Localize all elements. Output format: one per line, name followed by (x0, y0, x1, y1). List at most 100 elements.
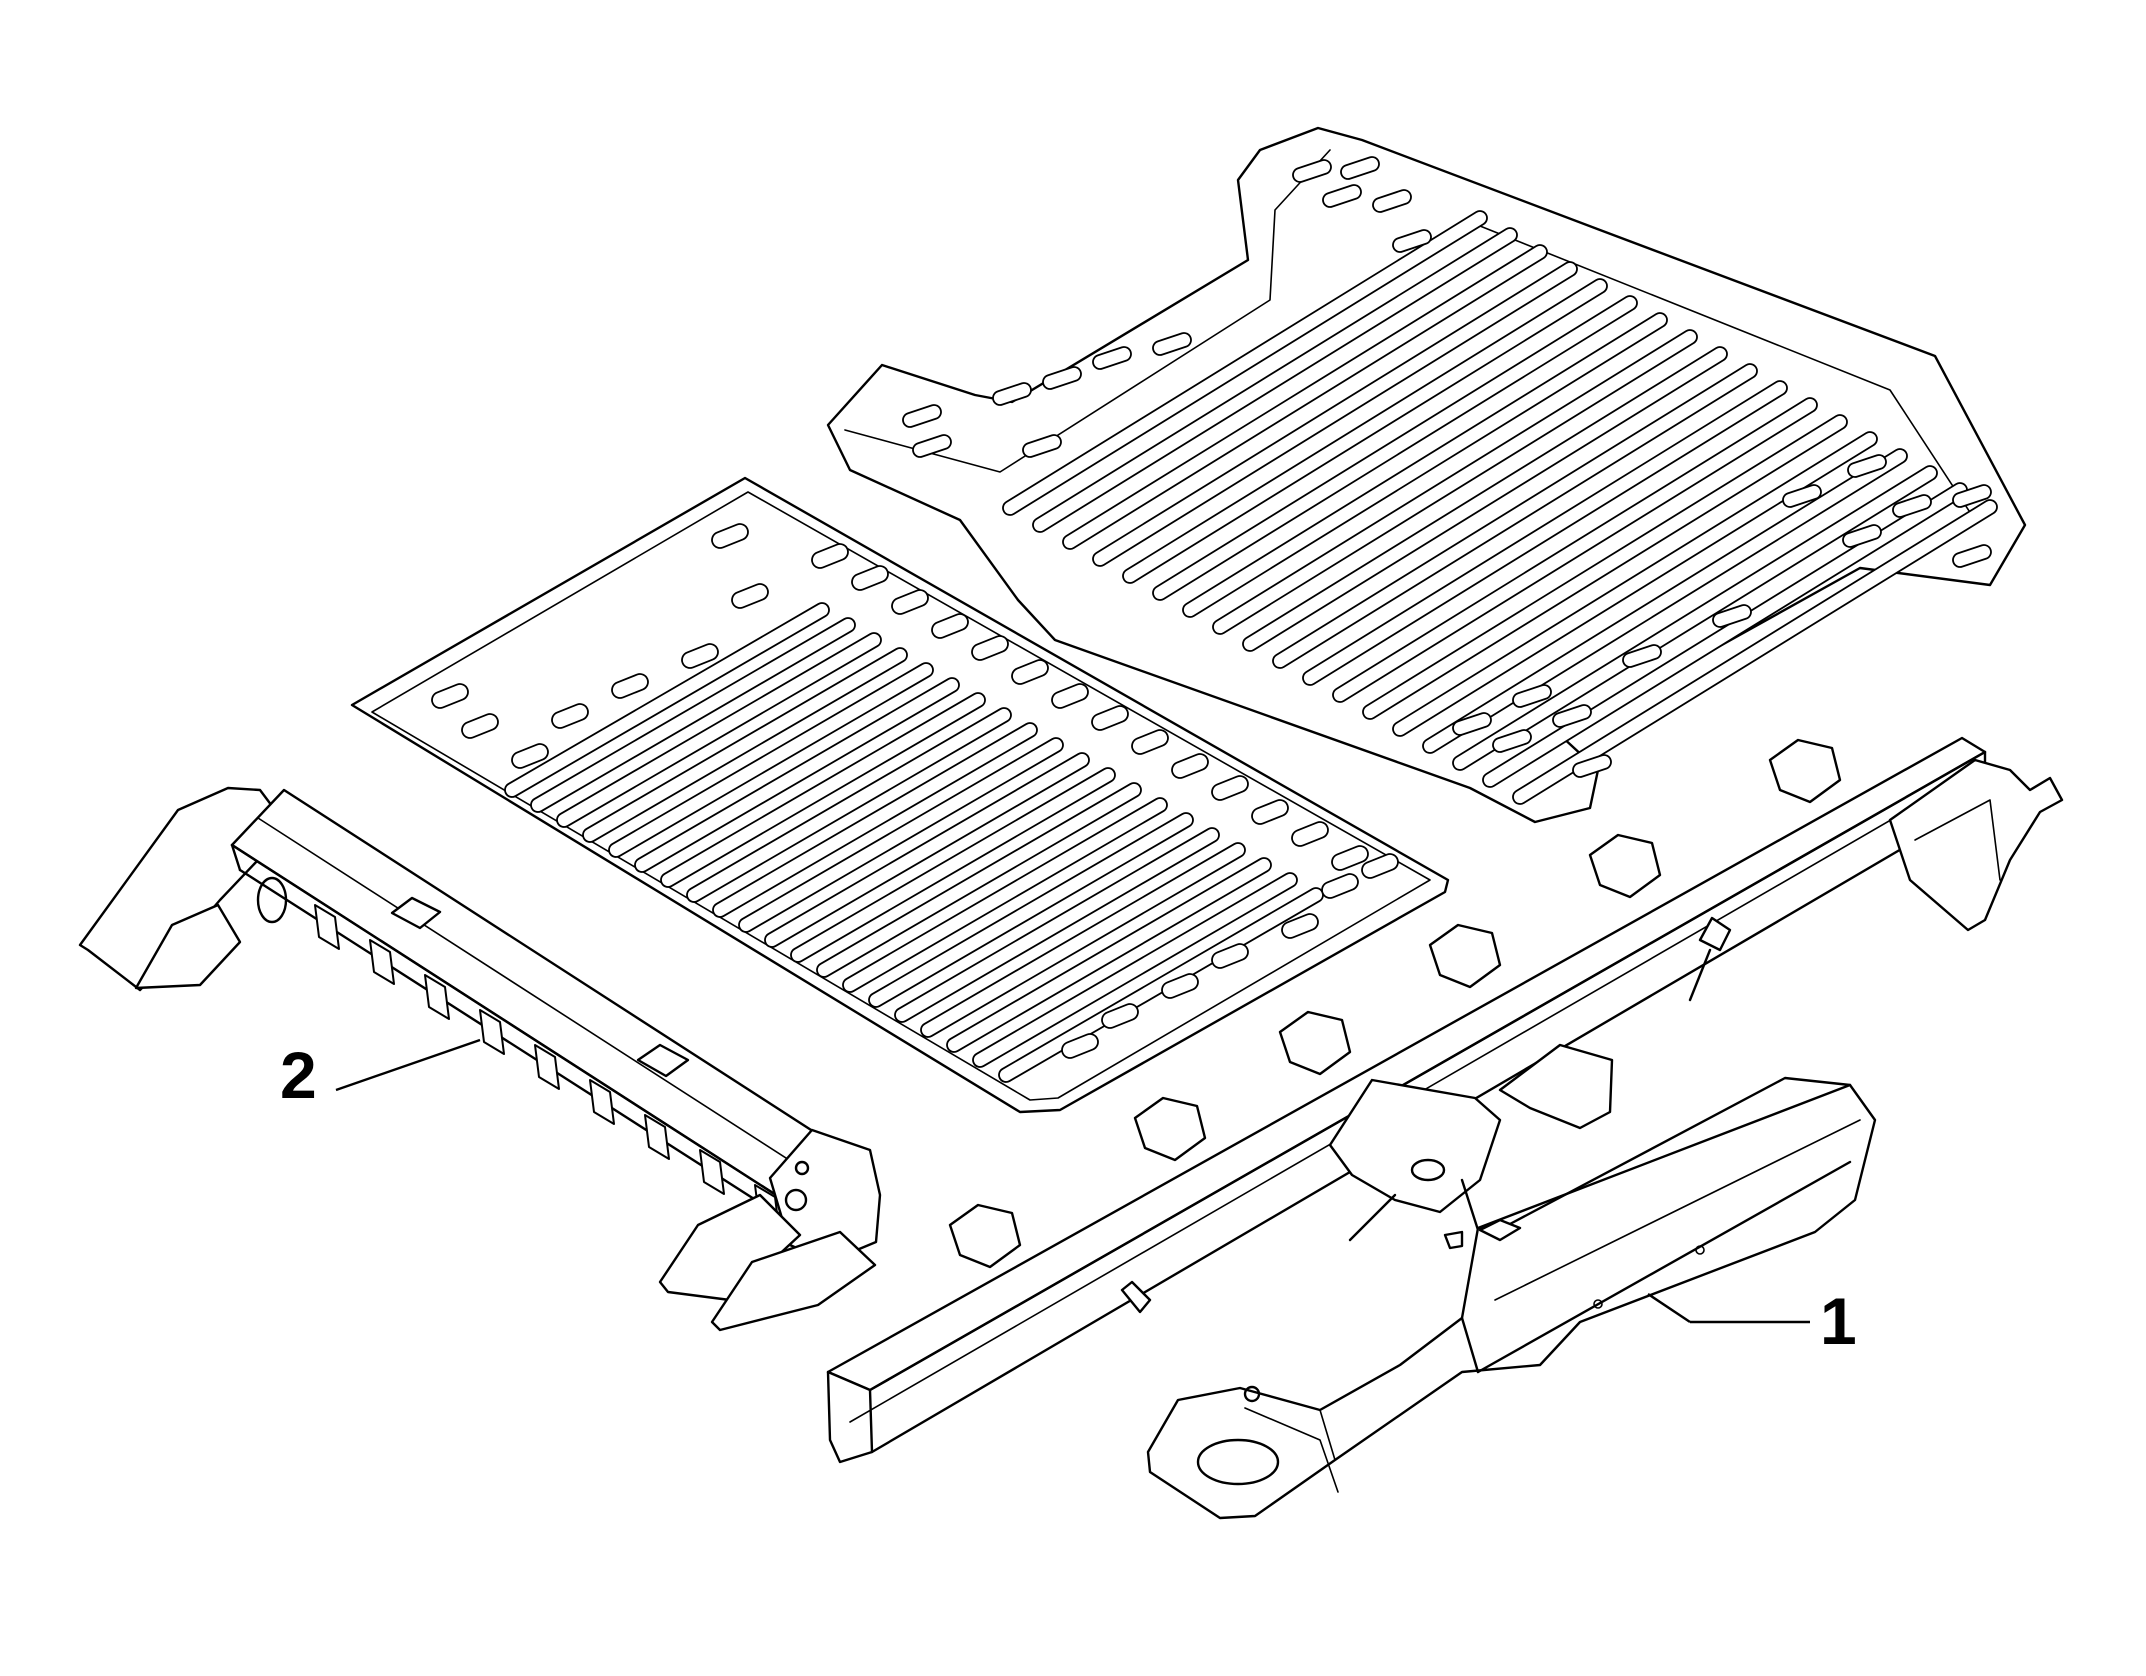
front-rib (920, 842, 1246, 1038)
front-floor-slots (431, 523, 1399, 1059)
front-slot (1211, 775, 1249, 801)
front-slot (971, 635, 1009, 661)
rear-slot (1572, 754, 1612, 778)
beam-hole (699, 1149, 725, 1195)
chassis-side-rail (826, 736, 2064, 1464)
outrigger (1428, 923, 1502, 989)
callout-1: 1 (1647, 1284, 1857, 1358)
rear-slot (1292, 159, 1332, 183)
rear-rib (1092, 261, 1578, 567)
front-rib (842, 797, 1168, 993)
rear-slot (1392, 229, 1432, 253)
front-rib (504, 602, 830, 798)
front-slot (511, 743, 549, 769)
front-slot (1331, 845, 1369, 871)
front-slot (1011, 659, 1049, 685)
front-slot (431, 683, 469, 709)
rear-rib (1002, 210, 1488, 516)
front-slot (1171, 753, 1209, 779)
front-slot (1061, 1033, 1099, 1059)
rear-rib (1302, 380, 1788, 686)
rear-slot (1952, 484, 1992, 508)
front-slot (1361, 853, 1399, 879)
rear-slot (1340, 156, 1380, 180)
front-slot (1051, 683, 1089, 709)
front-rib (764, 752, 1090, 948)
front-floor-ribs (504, 602, 1324, 1083)
rear-slot (1092, 346, 1132, 370)
front-rib (686, 707, 1012, 903)
front-rib (998, 887, 1324, 1083)
outrigger (1278, 1010, 1352, 1076)
outrigger (1768, 738, 1842, 804)
beam-hole (369, 939, 395, 985)
front-slot (1161, 973, 1199, 999)
beam-hole (314, 904, 340, 950)
front-rib (894, 827, 1220, 1023)
rear-rib (1242, 346, 1728, 652)
rear-rib (1332, 397, 1818, 703)
front-rib (972, 872, 1298, 1068)
front-slot (1211, 943, 1249, 969)
front-slot (711, 523, 749, 549)
front-rib (556, 632, 882, 828)
front-rib (868, 812, 1194, 1008)
rear-slot (1952, 544, 1992, 568)
front-slot (611, 673, 649, 699)
front-slot (1251, 799, 1289, 825)
outrigger (948, 1203, 1022, 1269)
rear-slot (912, 434, 952, 458)
rear-floor-panel (826, 126, 2027, 824)
front-slot (1291, 821, 1329, 847)
front-rib (712, 722, 1038, 918)
rear-rib (1032, 227, 1518, 533)
beam-hole (589, 1079, 615, 1125)
front-slot (1091, 705, 1129, 731)
front-slot (461, 713, 499, 739)
callout-1-label: 1 (1820, 1284, 1857, 1358)
rear-rib (1152, 295, 1638, 601)
part-1-side-member (1146, 1076, 1877, 1520)
beam-hole (424, 974, 450, 1020)
front-rib (790, 767, 1116, 963)
rear-floor-ribs (1002, 210, 1998, 805)
rear-slot (1842, 524, 1882, 548)
rear-rib (1362, 414, 1848, 720)
beam-hole (534, 1044, 560, 1090)
front-rib (530, 617, 856, 813)
callout-2-leader (335, 1038, 481, 1092)
rear-slot (1712, 604, 1752, 628)
rear-slot (1782, 484, 1822, 508)
rear-rib (1062, 244, 1548, 550)
front-rib (738, 737, 1064, 933)
beam-hole (479, 1009, 505, 1055)
rear-rib (1392, 431, 1878, 737)
front-slot (731, 583, 769, 609)
front-slot (1321, 873, 1359, 899)
rear-rib (1452, 465, 1938, 771)
front-slot (681, 643, 719, 669)
front-floor-panel (350, 476, 1450, 1114)
front-slot (891, 589, 929, 615)
callout-2-label: 2 (280, 1038, 317, 1112)
front-rib (946, 857, 1272, 1053)
rear-slot (1622, 644, 1662, 668)
front-slot (1131, 729, 1169, 755)
rear-rib (1512, 499, 1998, 805)
rail-outriggers (948, 738, 1842, 1269)
rear-slot (1372, 189, 1412, 213)
rear-slot (1022, 434, 1062, 458)
rear-floor-slots (902, 156, 1992, 778)
front-slot (931, 613, 969, 639)
rear-slot (902, 404, 942, 428)
outrigger (1133, 1096, 1207, 1162)
rear-slot (1042, 366, 1082, 390)
rear-slot (992, 382, 1032, 406)
front-rib (608, 662, 934, 858)
front-rib (582, 647, 908, 843)
front-slot (1101, 1003, 1139, 1029)
callout-2: 2 (280, 1038, 481, 1112)
beam-lightening-holes (314, 904, 780, 1230)
rear-rib (1422, 448, 1908, 754)
